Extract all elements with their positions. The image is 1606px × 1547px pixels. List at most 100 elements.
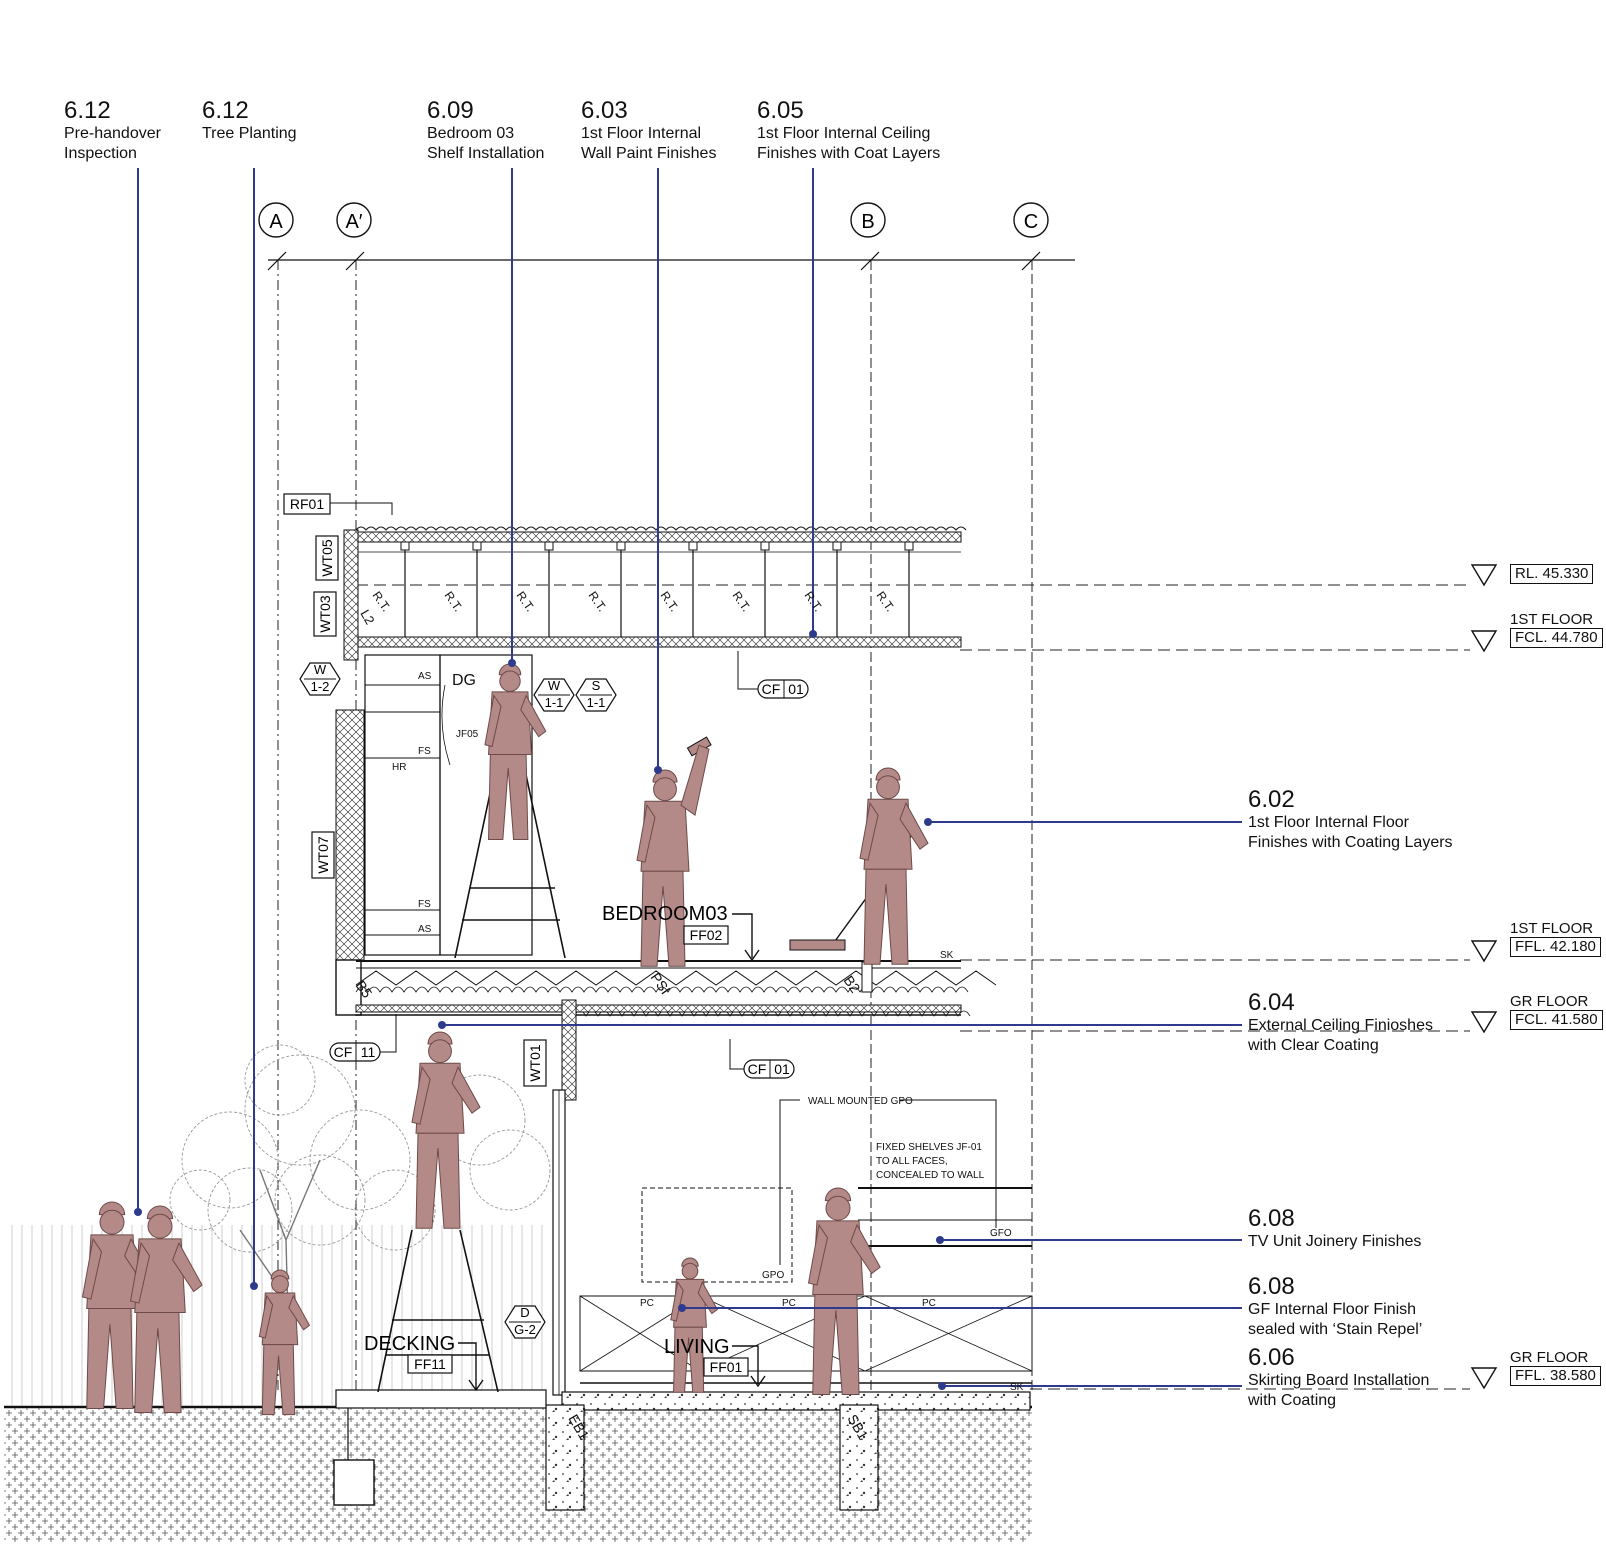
worker-figure [129, 1205, 203, 1414]
level-name: 1ST FLOOR [1510, 920, 1594, 937]
tag-dg2-top: D [520, 1305, 529, 1320]
tag-rf01: RF01 [290, 496, 324, 512]
tree-foliage [207, 1167, 293, 1253]
level-fcl-44780: 1ST FLOOR FCL. 44.780 [1510, 612, 1603, 648]
level-name: 1ST FLOOR [1510, 611, 1594, 628]
tag-wt07: WT07 [315, 836, 331, 874]
tag-gpo: GPO [762, 1270, 784, 1281]
ground-floor-wall [552, 999, 577, 1396]
gpo-leader-2 [900, 1099, 997, 1228]
callout-tv-unit: 6.08 TV Unit Joinery Finishes [1248, 1206, 1421, 1252]
tag-cf01-a-2: CF [748, 1061, 767, 1077]
tag-hr: HR [392, 762, 406, 773]
tag-cf01-a-1: CF [762, 681, 781, 697]
rafter-head [832, 541, 842, 551]
tag-wt05: WT05 [319, 539, 335, 577]
tag-gfo: GFO [990, 1228, 1012, 1239]
callout-tree-planting: 6.12 Tree Planting [202, 98, 297, 144]
tree-sketch [169, 1044, 551, 1401]
callout-label: 1st Floor Internal Wall Paint Finishes [581, 125, 717, 162]
callout-pre-handover: 6.12 Pre-handover Inspection [64, 98, 161, 164]
tree-foliage [469, 1129, 551, 1211]
tag-dg: DG [452, 672, 476, 689]
ladder-bedroom [454, 769, 566, 959]
callout-label: GF Internal Floor Finish sealed with ‘St… [1248, 1301, 1423, 1338]
roof-assembly [355, 526, 967, 648]
rafter-head [544, 541, 554, 551]
tag-rt: R.T. [802, 589, 826, 615]
rafter-head [760, 541, 770, 551]
room-bedroom: BEDROOM03 [602, 903, 728, 925]
rafter-head [472, 541, 482, 551]
tag-rt: R.T. [874, 589, 898, 615]
room-living-code: FF01 [710, 1359, 743, 1375]
upper-walls [335, 529, 365, 1016]
callout-label: Tree Planting [202, 125, 297, 142]
tag-rt: R.T. [514, 589, 538, 615]
tag-w12-top: W [314, 662, 327, 677]
living-shelves [579, 1187, 1033, 1384]
tree-foliage [244, 1054, 356, 1166]
callout-num: 6.02 [1248, 786, 1295, 813]
tag-cf11-b: 11 [361, 1044, 376, 1060]
tag-pc-3: PC [640, 1298, 654, 1309]
gpo-leader [779, 1099, 800, 1265]
grid-label-a-prime: A′ [345, 211, 362, 233]
tag-cf11-a: CF [334, 1044, 353, 1060]
tree-foliage [169, 1169, 231, 1231]
worker-figure [670, 1257, 719, 1393]
leader-lines [134, 168, 1242, 1390]
callout-label: Skirting Board Installation with Coating [1248, 1372, 1430, 1409]
callout-floor-finishes: 6.02 1st Floor Internal Floor Finishes w… [1248, 787, 1453, 853]
room-decking-code: FF11 [414, 1356, 446, 1372]
callout-num: 6.08 [1248, 1273, 1295, 1300]
tag-s11-bot: 1-1 [587, 695, 606, 710]
leader-dot [938, 1382, 946, 1390]
level-triangles [1470, 564, 1498, 1390]
tag-rt: R.T. [730, 589, 754, 615]
leader-dot [250, 1282, 258, 1290]
callout-num: 6.09 [427, 97, 474, 124]
tag-fs-bottom: FS [418, 899, 431, 910]
leader-dot [654, 766, 662, 774]
rafter-head [688, 541, 698, 551]
grid-label-b: B [861, 211, 874, 233]
boxed-tags: RF01 WT05 WT03 WT07 WT01 W 1-2 W 1-1 S 1… [283, 493, 809, 1339]
leader-dot [678, 1304, 686, 1312]
room-labels: BEDROOM03 FF02 LIVING FF01 DECKING FF11 [364, 903, 766, 1392]
callout-label: 1st Floor Internal Floor Finishes with C… [1248, 814, 1453, 851]
leader-dot [936, 1236, 944, 1244]
worker-figure [258, 1269, 311, 1416]
level-rl-45330: RL. 45.330 [1510, 564, 1594, 584]
level-value: FCL. 44.780 [1510, 628, 1603, 648]
tag-pc-1: PC [782, 1298, 796, 1309]
worker-figure [636, 744, 710, 967]
tag-w11-top: W [548, 678, 561, 693]
callout-label: TV Unit Joinery Finishes [1248, 1233, 1422, 1250]
ground-slab [333, 1389, 1031, 1511]
grid-label-c: C [1024, 211, 1038, 233]
rafter-head [616, 541, 626, 551]
first-floor-slab [355, 960, 997, 1017]
callout-num: 6.08 [1248, 1205, 1295, 1232]
room-living: LIVING [664, 1336, 730, 1358]
tag-pc-2: PC [922, 1298, 936, 1309]
rafter-head [904, 541, 914, 551]
tree-foliage [354, 1169, 436, 1251]
tag-jf05: JF05 [456, 729, 479, 740]
tag-s11-top: S [592, 678, 601, 693]
tag-sk-upper: SK [940, 950, 954, 961]
worker-figure [807, 1187, 881, 1396]
callout-wall-paint: 6.03 1st Floor Internal Wall Paint Finis… [581, 98, 716, 164]
tag-w12-bot: 1-2 [311, 679, 330, 694]
tag-wt01: WT01 [527, 1044, 543, 1082]
tag-as-bottom: AS [418, 924, 432, 935]
leader-dot [438, 1021, 446, 1029]
level-value: FFL. 38.580 [1510, 1366, 1601, 1386]
tree-foliage [244, 1044, 316, 1116]
grid-bubble-b [850, 202, 886, 238]
callout-gf-floor-finish: 6.08 GF Internal Floor Finish sealed wit… [1248, 1274, 1422, 1340]
